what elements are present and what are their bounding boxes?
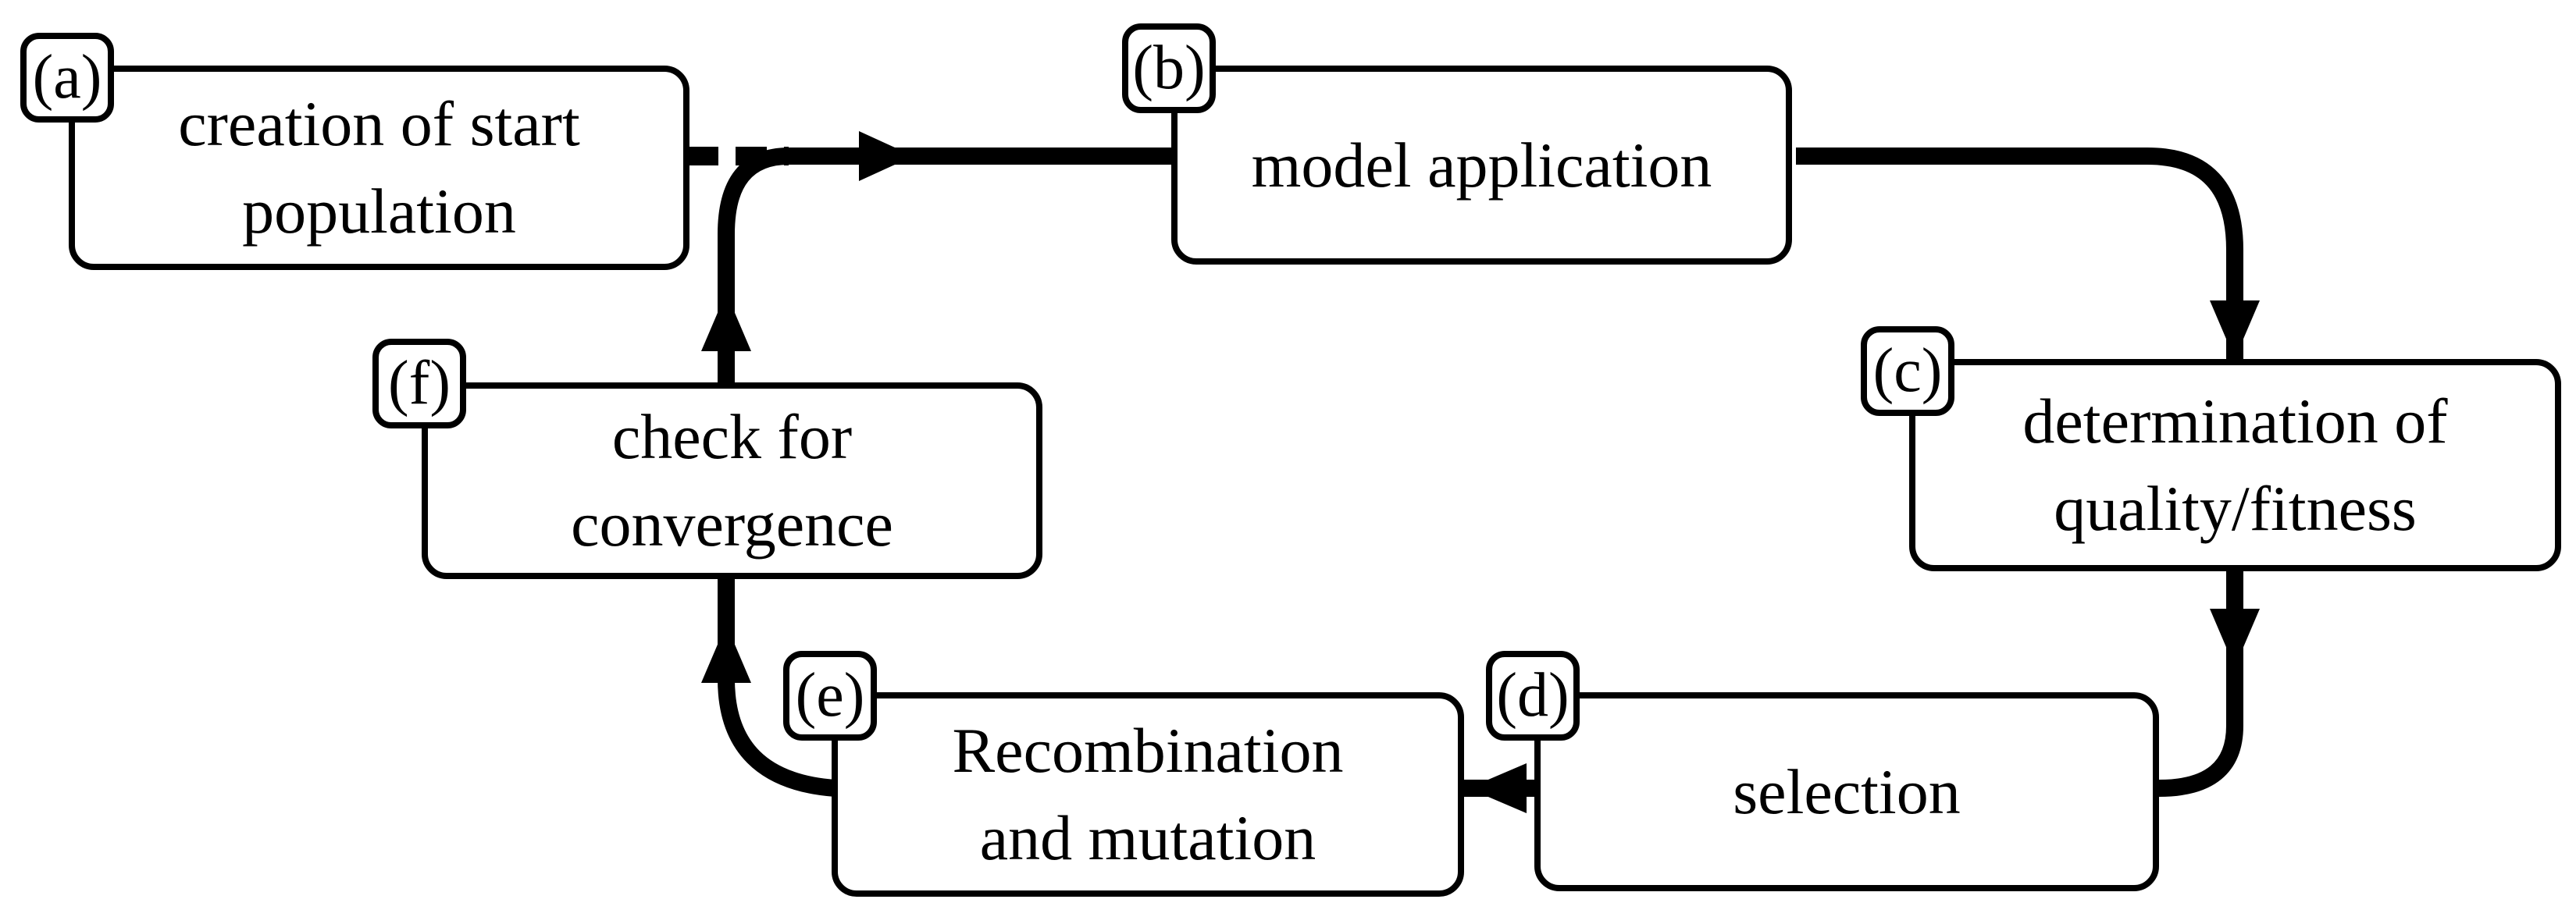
- step-label-creation-of-start-population: creation of start population: [178, 88, 580, 247]
- step-tag-c: (c): [1861, 326, 1954, 416]
- step-tag-a: (a): [20, 33, 114, 123]
- step-box-creation-of-start-population: creation of start population: [69, 66, 689, 270]
- step-label-recombination-and-mutation: Recombination and mutation: [952, 715, 1344, 873]
- arrowhead-to-loop-start: [701, 293, 751, 351]
- step-tag-b: (b): [1122, 23, 1216, 113]
- arrowhead-to-check-convergence: [701, 624, 751, 683]
- arrowhead-to-recombination: [1468, 763, 1527, 813]
- step-box-check-for-convergence: check for convergence: [422, 382, 1042, 579]
- step-label-check-for-convergence: check for convergence: [571, 401, 893, 560]
- step-box-recombination-and-mutation: Recombination and mutation: [832, 692, 1464, 897]
- step-tag-f: (f): [372, 339, 466, 428]
- arrowhead-to-model-application: [859, 131, 914, 181]
- arrowhead-to-determination: [2210, 300, 2260, 359]
- step-box-model-application: model application: [1171, 66, 1792, 265]
- step-tag-d: (d): [1486, 651, 1580, 741]
- step-tag-e: (e): [783, 651, 877, 741]
- step-box-determination-of-quality-fitness: determination of quality/fitness: [1909, 359, 2561, 571]
- step-label-determination-of-quality-fitness: determination of quality/fitness: [2022, 386, 2448, 544]
- loop-path: [718, 148, 2243, 797]
- step-box-selection: selection: [1534, 692, 2159, 891]
- step-label-model-application: model application: [1251, 129, 1712, 201]
- step-label-selection: selection: [1733, 755, 1961, 827]
- arrowhead-to-selection: [2210, 609, 2260, 667]
